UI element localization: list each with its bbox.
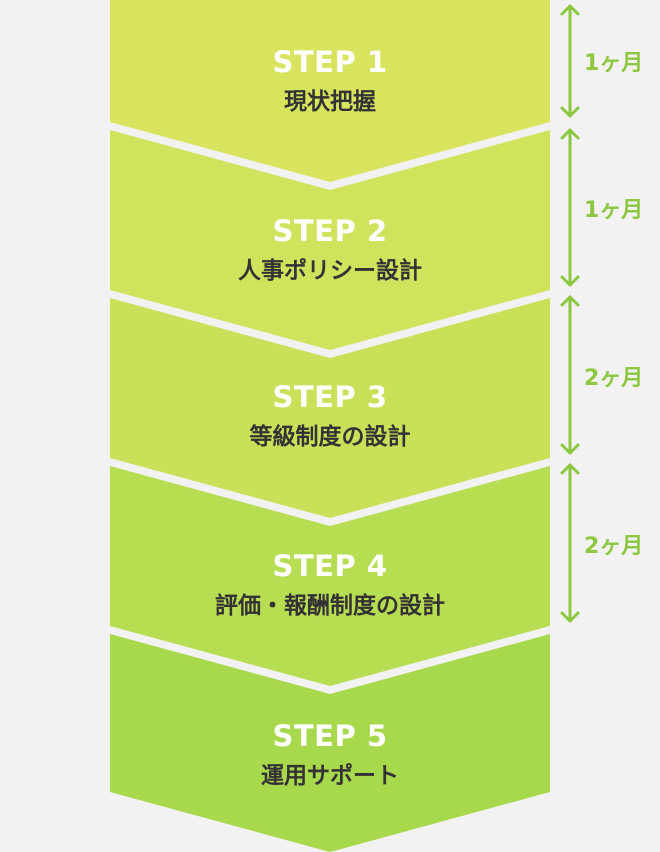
step-5-shape [110,634,550,852]
duration-3: 2ヶ月 [584,366,644,391]
step-3-name: 等級制度の設計 [249,424,411,450]
step-1: STEP 1 現状把握 [110,45,550,117]
duration-arrow-4 [560,463,580,623]
duration-2: 1ヶ月 [584,198,644,223]
step-4: STEP 4 評価・報酬制度の設計 [110,549,550,621]
step-5-name: 運用サポート [261,763,399,789]
step-3-label: STEP 3 [272,380,388,414]
duration-4: 2ヶ月 [584,534,644,559]
step-4-label: STEP 4 [272,549,388,583]
step-4-name: 評価・報酬制度の設計 [215,593,445,619]
step-3-shape [110,298,550,518]
duration-arrow-2 [560,128,580,287]
step-1-label: STEP 1 [272,45,388,79]
step-5-label: STEP 5 [272,719,388,753]
duration-arrow-3 [560,295,580,455]
step-3: STEP 3 等級制度の設計 [110,380,550,452]
step-1-name: 現状把握 [284,89,376,115]
step-2: STEP 2 人事ポリシー設計 [110,214,550,286]
step-5: STEP 5 運用サポート [110,719,550,791]
step-2-label: STEP 2 [272,214,388,248]
step-2-name: 人事ポリシー設計 [238,258,422,284]
duration-arrow-1 [560,4,580,118]
duration-1: 1ヶ月 [584,51,644,76]
step-1-shape [110,0,550,182]
step-2-shape [110,130,550,350]
step-4-shape [110,466,550,686]
